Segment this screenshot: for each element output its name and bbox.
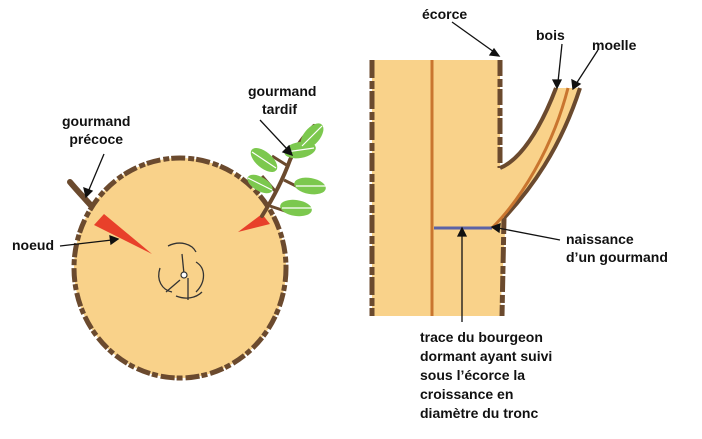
label-naissance-gourmand: naissance d’un gourmand [566,230,668,266]
label-line: tardif [248,100,316,118]
label-line: précoce [62,130,130,148]
label-line: écorce [422,5,467,23]
pith-center [181,272,187,278]
bark-right-lower [502,218,504,316]
label-bois: bois [536,26,565,44]
label-line: croissance en [420,385,552,404]
cross-section-disc [74,158,286,378]
label-line: naissance [566,230,668,248]
label-noeud: noeud [12,236,54,254]
label-line: trace du bourgeon [420,328,552,347]
label-line: sous l’écorce la [420,366,552,385]
label-line: noeud [12,236,54,254]
label-line: gourmand [248,82,316,100]
trunk-cross-section [60,119,328,378]
label-gourmand-precoce: gourmand précoce [62,112,130,148]
label-ecorce: écorce [422,5,467,23]
label-gourmand-tardif: gourmand tardif [248,82,316,118]
label-trace-bourgeon: trace du bourgeon dormant ayant suivi so… [420,328,552,423]
label-line: moelle [592,36,636,54]
trunk-longitudinal-section [372,22,598,322]
label-line: diamètre du tronc [420,404,552,423]
label-line: d’un gourmand [566,248,668,266]
label-line: dormant ayant suivi [420,347,552,366]
trunk-wood [372,60,580,316]
label-line: bois [536,26,565,44]
label-moelle: moelle [592,36,636,54]
label-line: gourmand [62,112,130,130]
